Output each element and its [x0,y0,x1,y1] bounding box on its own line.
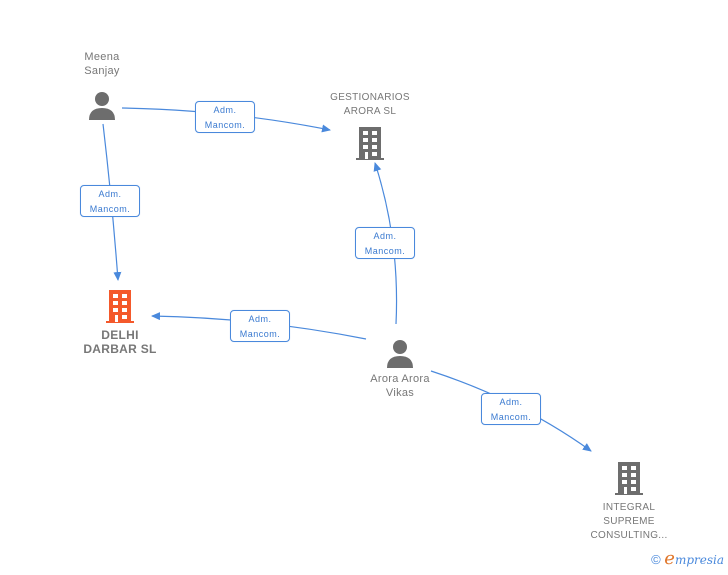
node-gestionarios-arora-sl[interactable]: GESTIONARIOS ARORA SL [320,91,420,161]
edge-label-line: Mancom. [89,204,131,214]
node-delhi-darbar-sl[interactable]: DELHI DARBAR SL [70,288,170,356]
person-icon [89,92,115,120]
edge-label-line: Adm. [213,105,237,115]
brand-name: mpresia [674,553,724,567]
building-icon [356,127,384,160]
edge-label-arora-gestionarios[interactable]: Adm. Mancom. [355,227,415,259]
node-label-line: DARBAR SL [83,342,157,356]
edge-label-arora-delhi[interactable]: Adm. Mancom. [230,310,290,342]
building-icon [106,290,134,323]
node-label-line: Meena [84,51,120,63]
edge-label-line: Mancom. [364,246,406,256]
edge-label-line: Mancom. [239,329,281,339]
node-label-line: ARORA SL [343,106,397,117]
node-label-line: GESTIONARIOS [330,92,410,103]
edge-label-line: Adm. [499,397,523,407]
node-label-line: DELHI [101,328,139,342]
node-meena-sanjay[interactable]: Meena Sanjay [60,50,144,120]
node-integral-supreme-consulting[interactable]: INTEGRAL SUPREME CONSULTING... [574,460,684,543]
edge-label-line: Mancom. [204,120,246,130]
node-label-line: Sanjay [84,65,120,77]
brand-initial: e [664,548,675,569]
edge-label-line: Mancom. [490,412,532,422]
node-label-line: Vikas [385,387,415,399]
edge-label-line: Adm. [248,314,272,324]
edge-label-meena-delhi[interactable]: Adm. Mancom. [80,185,140,217]
building-icon [615,462,643,495]
person-icon [387,340,413,368]
edge-label-line: Adm. [98,189,122,199]
node-label-line: INTEGRAL [602,502,656,513]
node-label-line: Arora Arora [370,373,430,385]
node-label-line: SUPREME [603,516,655,527]
edge-label-arora-integral[interactable]: Adm. Mancom. [481,393,541,425]
edge-label-line: Adm. [373,231,397,241]
copyright-icon: © [651,552,661,567]
node-arora-arora-vikas[interactable]: Arora Arora Vikas [350,338,450,400]
empresia-watermark: © empresia [651,548,724,569]
node-label-line: CONSULTING... [590,530,668,541]
edge-label-meena-gestionarios[interactable]: Adm. Mancom. [195,101,255,133]
